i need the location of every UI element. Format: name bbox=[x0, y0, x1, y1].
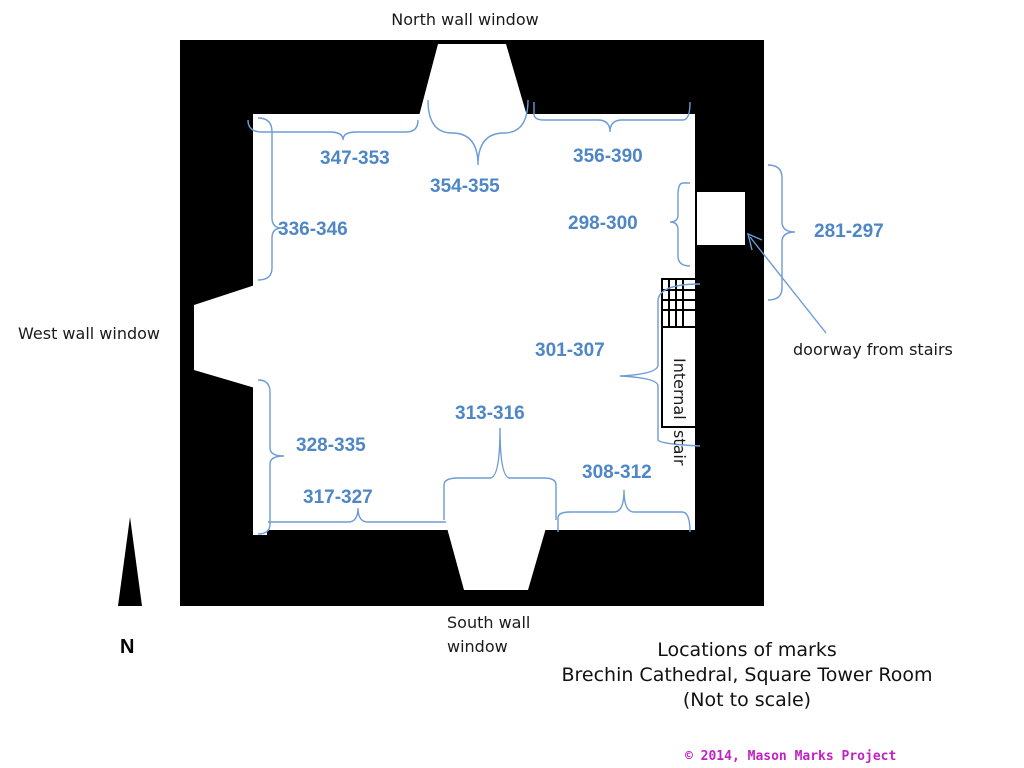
south-window-opening bbox=[447, 528, 546, 590]
range-label-328-335: 328-335 bbox=[296, 435, 366, 456]
north-letter: N bbox=[120, 636, 134, 658]
brace-328-335 bbox=[257, 379, 285, 535]
doorway-from-stairs bbox=[697, 192, 745, 245]
tower-interior bbox=[253, 114, 695, 530]
brace-298-300 bbox=[669, 182, 691, 267]
range-label-298-300: 298-300 bbox=[568, 213, 638, 234]
range-label-317-327: 317-327 bbox=[303, 487, 373, 508]
range-label-354-355: 354-355 bbox=[430, 176, 500, 197]
north-window-label: North wall window bbox=[391, 10, 538, 29]
range-label-308-312: 308-312 bbox=[582, 462, 652, 483]
stair-label-stair: stair bbox=[670, 430, 689, 466]
west-window-opening bbox=[194, 285, 255, 388]
brace-313-316 bbox=[443, 427, 557, 520]
title-line-3: (Not to scale) bbox=[683, 689, 811, 711]
brace-336-346 bbox=[257, 117, 283, 281]
range-label-281-297: 281-297 bbox=[814, 221, 884, 242]
west-wall-recess-lower bbox=[253, 385, 267, 535]
range-label-356-390: 356-390 bbox=[573, 146, 643, 167]
brace-356-390 bbox=[533, 101, 691, 133]
internal-stair bbox=[661, 278, 697, 428]
range-label-336-346: 336-346 bbox=[278, 219, 348, 240]
range-label-347-353: 347-353 bbox=[320, 148, 390, 169]
doorway-arrow bbox=[746, 232, 827, 334]
brace-281-297 bbox=[767, 164, 796, 301]
range-label-301-307: 301-307 bbox=[535, 340, 605, 361]
north-arrow-icon bbox=[118, 517, 142, 606]
west-window-label: West wall window bbox=[18, 324, 160, 343]
brace-317-327 bbox=[268, 507, 446, 523]
west-wall-recess-upper bbox=[253, 114, 267, 286]
doorway-label: doorway from stairs bbox=[793, 340, 953, 359]
brace-354-355 bbox=[427, 99, 529, 166]
title-line-2: Brechin Cathedral, Square Tower Room bbox=[561, 664, 932, 686]
title-line-1: Locations of marks bbox=[657, 639, 837, 661]
south-window-label-line2: window bbox=[447, 637, 508, 656]
brace-347-353 bbox=[247, 119, 419, 141]
stair-label-internal: Internal bbox=[670, 358, 689, 420]
north-window-opening bbox=[419, 44, 527, 116]
brace-301-307 bbox=[619, 283, 701, 447]
range-label-313-316: 313-316 bbox=[455, 403, 525, 424]
south-window-label-line1: South wall bbox=[447, 613, 530, 632]
brace-308-312 bbox=[557, 489, 691, 533]
copyright-notice: © 2014, Mason Marks Project bbox=[685, 749, 896, 764]
